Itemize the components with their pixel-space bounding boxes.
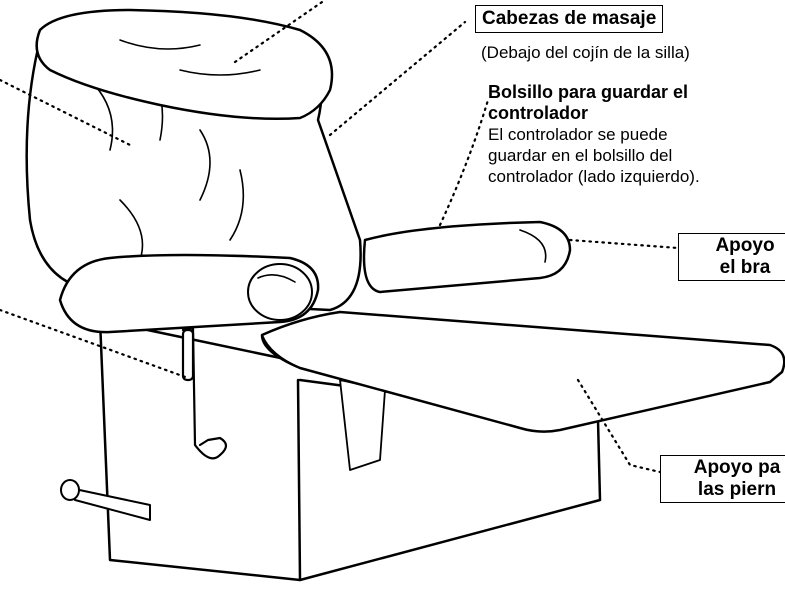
controller-pocket-body-3: controlador (lado izquierdo). <box>488 167 700 186</box>
armrest-label-line2: el bra <box>719 257 771 278</box>
leader-controller-pocket <box>438 98 490 227</box>
right-armrest <box>362 220 572 294</box>
leader-legrest <box>576 378 662 474</box>
leader-headrest <box>233 0 327 64</box>
massage-heads-note: (Debajo del cojín de la silla) <box>481 43 690 62</box>
legrest-label-line2: las piern <box>697 479 777 500</box>
left-armrest <box>58 253 320 334</box>
leader-backrest <box>0 78 132 147</box>
legrest-label: Apoyo pa las piern <box>660 455 785 503</box>
headrest-cushion <box>35 8 334 120</box>
controller-pocket-title-2: controlador <box>488 103 589 123</box>
armrest-label: Apoyo el bra <box>678 233 785 281</box>
armrest-label-line1: Apoyo <box>715 235 775 256</box>
leader-armrest <box>568 238 680 250</box>
legrest-label-line1: Apoyo pa <box>693 457 781 478</box>
floor-roller <box>60 479 80 501</box>
controller-pocket-body-2: guardar en el bolsillo del <box>488 146 673 165</box>
controller-pocket-title-1: Bolsillo para guardar el <box>488 82 689 102</box>
massage-heads-label: Cabezas de masaje <box>475 5 664 33</box>
leader-massage-heads <box>328 20 467 137</box>
controller-pocket-body-1: El controlador se puede <box>488 125 668 144</box>
leader-lever <box>0 308 190 380</box>
